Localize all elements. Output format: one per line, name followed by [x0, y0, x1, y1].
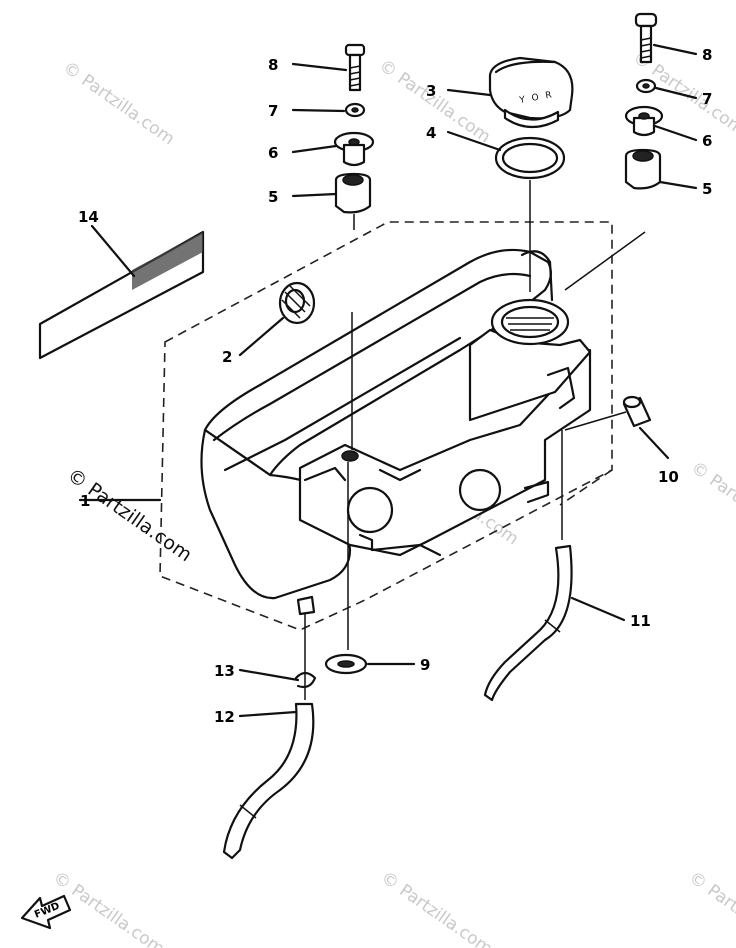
bracket-hole-right	[458, 468, 502, 512]
bolt-head-right	[634, 12, 658, 28]
callout-5-left: 5	[268, 188, 278, 206]
watermark-top-left: © Partzilla.com	[59, 58, 178, 150]
drain-hose	[222, 614, 315, 860]
callout-7-right: 7	[702, 90, 712, 108]
fwd-arrow: FWD	[20, 894, 72, 930]
watermark-bottom-right: © Partzilla.com	[685, 868, 736, 948]
callout-7-left: 7	[268, 102, 278, 120]
callout-2: 2	[222, 348, 232, 366]
callout-1: 1	[80, 492, 90, 510]
fitting-cap	[564, 395, 652, 431]
filler-cap: Y O R	[488, 56, 574, 129]
plug	[278, 281, 316, 325]
assembly-outline	[159, 221, 613, 631]
bolt-head-left	[344, 43, 366, 57]
callout-9: 9	[420, 656, 430, 674]
right-mount-stack	[624, 12, 664, 190]
hose-clip	[294, 671, 317, 689]
oil-tank	[200, 248, 592, 616]
callout-14: 14	[78, 208, 99, 226]
washer	[324, 653, 368, 675]
watermark-dark: © Partzilla.com	[63, 464, 196, 566]
callout-3: 3	[426, 82, 436, 100]
callout-8-right: 8	[702, 46, 712, 64]
callout-13: 13	[214, 662, 235, 680]
callout-6-left: 6	[268, 144, 278, 162]
leader-neck	[564, 231, 646, 291]
decal-strip	[38, 230, 205, 360]
callout-6-right: 6	[702, 132, 712, 150]
mount-hole	[341, 450, 359, 462]
left-mount-stack	[333, 43, 375, 650]
callout-10: 10	[658, 468, 679, 486]
o-ring	[494, 136, 566, 180]
watermark-bottom-center: © Partzilla.com	[377, 868, 496, 948]
watermark-mid-right: © Partzilla.com	[687, 458, 736, 550]
callout-11: 11	[630, 612, 651, 630]
callout-12: 12	[214, 708, 235, 726]
callout-5-right: 5	[702, 180, 712, 198]
vent-hose	[483, 430, 573, 702]
callouts: 1 2 3 4 5 5 6 6 7 7 8 8 9 10 11 12 13	[78, 43, 712, 726]
callout-4: 4	[426, 124, 436, 142]
callout-8-left: 8	[268, 56, 278, 74]
